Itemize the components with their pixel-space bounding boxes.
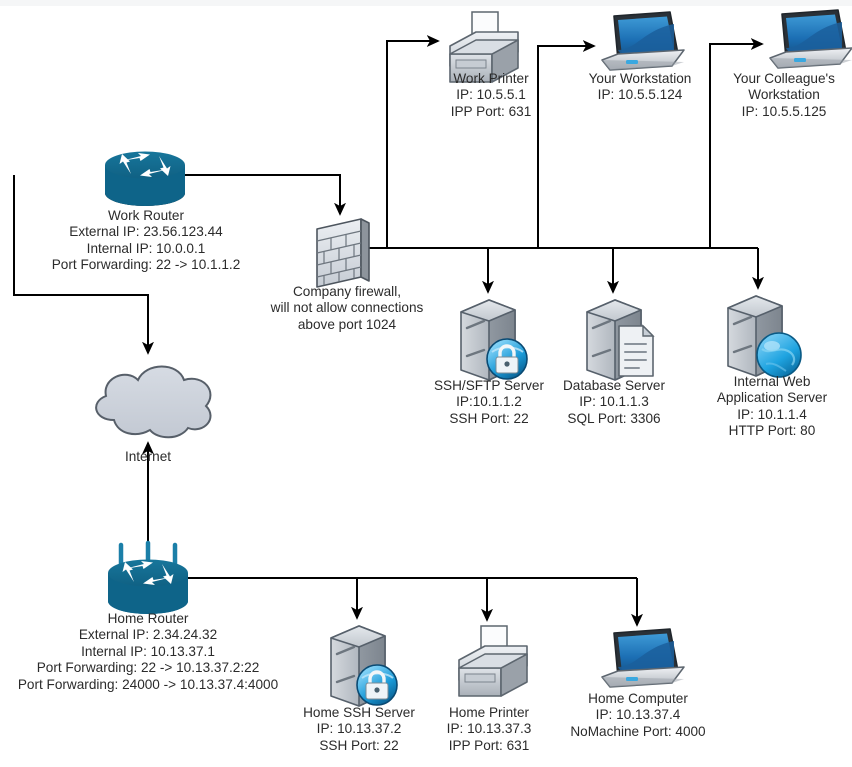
firewall-icon [316, 218, 370, 288]
web-server-ip: IP: 10.1.1.4 [737, 406, 807, 422]
node-label-web-server: Internal Web Application Server IP: 10.1… [692, 374, 852, 440]
work-printer-port: IPP Port: 631 [450, 103, 532, 119]
home-ssh-server-name: Home SSH Server [303, 705, 415, 720]
database-server-port: SQL Port: 3306 [567, 410, 661, 426]
work-router-port-forwarding: Port Forwarding: 22 -> 10.1.1.2 [51, 257, 241, 273]
your-workstation-ip: IP: 10.5.5.124 [597, 87, 683, 103]
node-label-firewall: Company firewall, will not allow connect… [252, 284, 442, 333]
home-ssh-server-ip: IP: 10.13.37.2 [316, 721, 402, 737]
home-router-external-ip: External IP: 2.34.24.32 [78, 627, 218, 643]
home-ssh-server-port: SSH Port: 22 [319, 737, 399, 753]
node-label-database-server: Database Server IP: 10.1.1.3 SQL Port: 3… [541, 378, 687, 427]
node-label-colleague-workstation: Your Colleague's Workstation IP: 10.5.5.… [716, 71, 852, 120]
server-globe-icon [726, 294, 803, 379]
node-label-your-workstation: Your Workstation IP: 10.5.5.124 [554, 71, 726, 104]
top-band [0, 0, 852, 6]
home-printer-port: IPP Port: 631 [448, 737, 530, 753]
home-router-port-forwarding-1: Port Forwarding: 22 -> 10.13.37.2:22 [36, 660, 260, 676]
connector-bus-to-your-workstation [537, 40, 596, 248]
router-icon [105, 151, 185, 206]
node-label-work-router: Work Router External IP: 23.56.123.44 In… [0, 208, 292, 274]
node-label-home-ssh-server: Home SSH Server IP: 10.13.37.2 SSH Port:… [288, 705, 430, 754]
connector-work-router-to-firewall [142, 174, 346, 216]
work-router-external-ip: External IP: 23.56.123.44 [69, 224, 223, 240]
firewall-rule-line-1: will not allow connections [270, 300, 424, 316]
home-printer-ip: IP: 10.13.37.3 [446, 721, 532, 737]
work-printer-name: Work Printer [453, 71, 529, 86]
home-router-port-forwarding-2: Port Forwarding: 24000 -> 10.13.37.4:400… [17, 676, 279, 692]
web-server-name-line-1: Internal Web [733, 374, 811, 389]
node-label-internet: Internet [98, 449, 198, 465]
internet-label: Internet [124, 449, 172, 464]
laptop-icon [601, 628, 685, 688]
connector-work-router-to-internet [13, 175, 154, 355]
laptop-icon [601, 11, 685, 71]
cloud-icon [95, 365, 212, 439]
ssh-server-ip: IP:10.1.1.2 [456, 394, 522, 410]
home-router-name: Home Router [107, 611, 189, 626]
colleague-workstation-name-line-2: Workstation [748, 87, 820, 103]
colleague-workstation-name-line-1: Your Colleague's [733, 71, 835, 86]
home-computer-name: Home Computer [588, 691, 688, 706]
connector-bus-to-colleague-workstation [709, 38, 764, 248]
work-router-name: Work Router [107, 208, 185, 223]
node-label-home-computer: Home Computer IP: 10.13.37.4 NoMachine P… [552, 691, 724, 740]
server-database-icon [585, 298, 654, 382]
server-lock-icon [459, 298, 529, 382]
firewall-title: Company firewall, [292, 284, 402, 299]
home-computer-port: NoMachine Port: 4000 [570, 723, 706, 739]
database-server-ip: IP: 10.1.1.3 [579, 394, 649, 410]
work-router-internal-ip: Internal IP: 10.0.0.1 [86, 240, 206, 256]
ssh-server-name: SSH/SFTP Server [433, 378, 545, 393]
laptop-icon [769, 9, 852, 69]
node-label-ssh-sftp-server: SSH/SFTP Server IP:10.1.1.2 SSH Port: 22 [406, 378, 572, 427]
home-router-internal-ip: Internal IP: 10.13.37.1 [81, 643, 215, 659]
node-label-work-printer: Work Printer IP: 10.5.5.1 IPP Port: 631 [410, 71, 572, 120]
connector-layer [13, 35, 764, 627]
work-printer-ip: IP: 10.5.5.1 [456, 87, 526, 103]
printer-icon [458, 625, 528, 697]
web-server-name-line-2: Application Server [716, 390, 828, 406]
node-label-home-printer: Home Printer IP: 10.13.37.3 IPP Port: 63… [430, 705, 548, 754]
colleague-workstation-ip: IP: 10.5.5.125 [741, 103, 827, 119]
firewall-rule-line-2: above port 1024 [297, 316, 397, 332]
wireless-router-icon [108, 543, 188, 614]
home-printer-name: Home Printer [448, 705, 530, 720]
home-computer-ip: IP: 10.13.37.4 [595, 707, 681, 723]
your-workstation-name: Your Workstation [588, 71, 692, 86]
database-server-name: Database Server [562, 378, 665, 393]
node-label-home-router: Home Router External IP: 2.34.24.32 Inte… [0, 611, 296, 693]
connector-bus-to-work-printer [386, 35, 440, 248]
web-server-port: HTTP Port: 80 [728, 423, 816, 439]
server-lock-icon [329, 624, 399, 708]
ssh-server-port: SSH Port: 22 [449, 410, 529, 426]
